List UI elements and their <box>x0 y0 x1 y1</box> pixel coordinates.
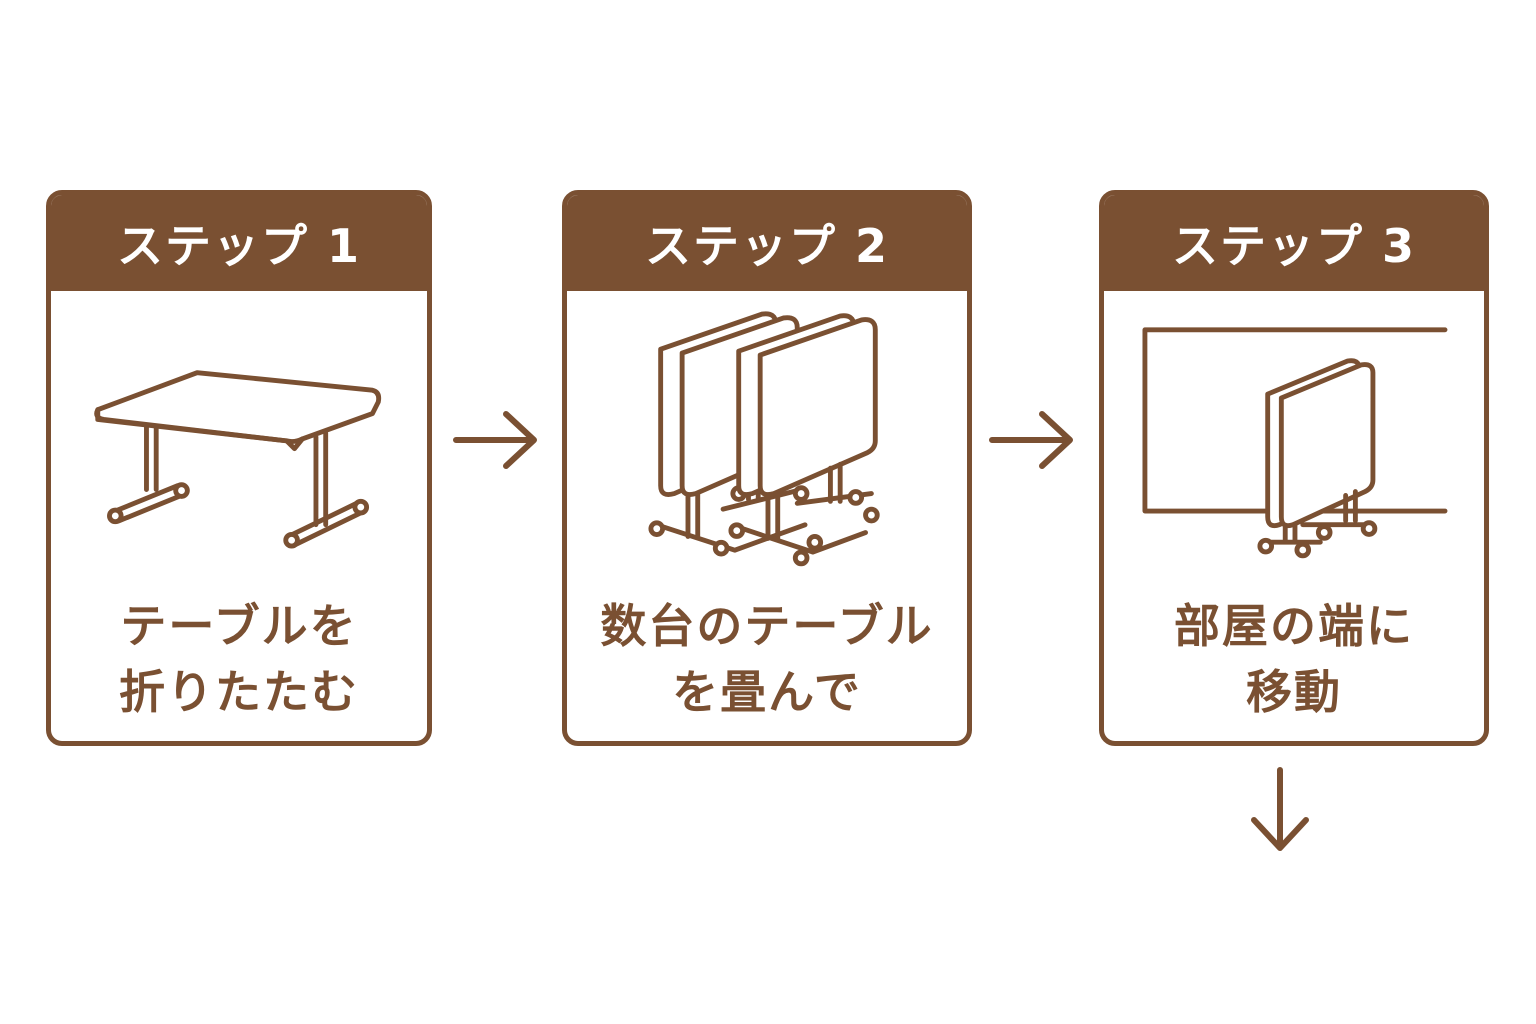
step-2-card: ステップ 2 数台のテーブル を畳んで <box>562 190 972 746</box>
arrow-right-icon <box>989 411 1073 469</box>
step-1-description: テーブルを 折りたたむ <box>51 593 427 725</box>
step-3-line-1: 部屋の端に <box>1174 599 1414 653</box>
arrow-down-icon <box>1251 767 1309 851</box>
step-1-card: ステップ 1 テーブルを 折りたたむ <box>46 190 432 746</box>
step-3-line-2: 移動 <box>1246 665 1342 719</box>
folded-tables-icon <box>648 311 880 567</box>
step-2-line-1: 数台のテーブル <box>600 599 934 653</box>
table-icon <box>94 370 382 549</box>
step-1-line-2: 折りたたむ <box>119 665 359 719</box>
step-3-description: 部屋の端に 移動 <box>1104 593 1484 725</box>
step-1-line-1: テーブルを <box>120 599 358 653</box>
arrow-right-icon <box>453 411 537 469</box>
step-2-header: ステップ 2 <box>567 195 967 291</box>
tables-at-wall-icon <box>1142 327 1448 559</box>
step-1-header: ステップ 1 <box>51 195 427 291</box>
step-3-card: ステップ 3 部屋の端に 移動 <box>1099 190 1489 746</box>
step-2-line-2: を畳んで <box>672 665 862 719</box>
step-2-description: 数台のテーブル を畳んで <box>567 593 967 725</box>
step-3-header: ステップ 3 <box>1104 195 1484 291</box>
